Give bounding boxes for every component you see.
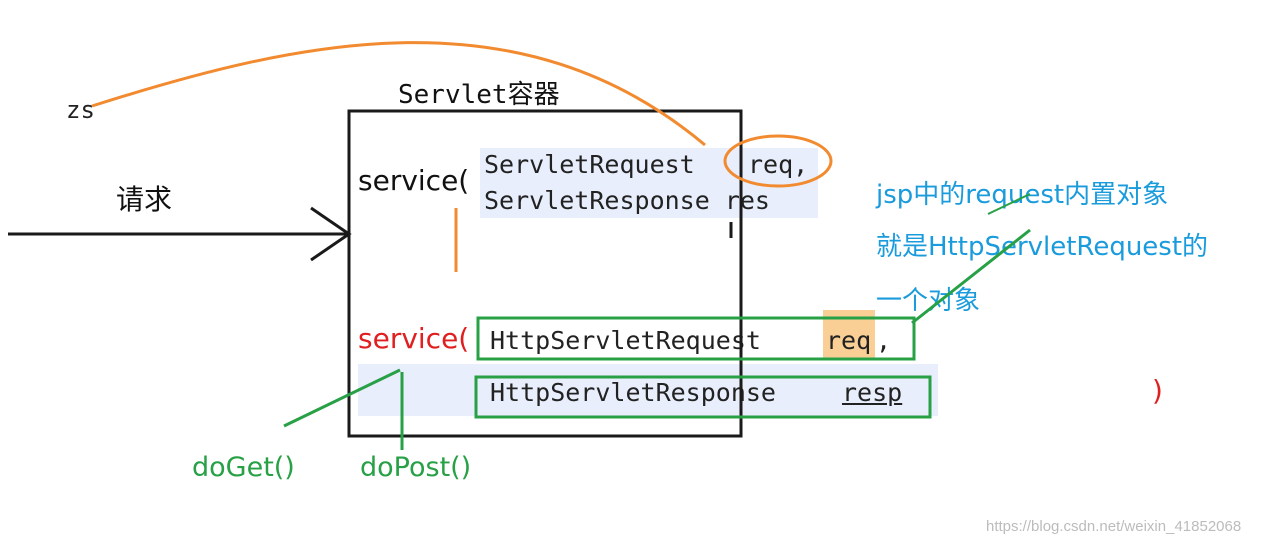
servlet-container-box	[347, 109, 743, 438]
servlet-response-param: ServletResponse res	[484, 186, 770, 215]
http-request-box	[476, 316, 916, 361]
servlet-request-param: ServletRequest	[484, 150, 695, 179]
request-arrowhead	[310, 206, 352, 262]
zs-label: zs	[66, 96, 95, 124]
comma: ,	[876, 326, 892, 355]
req-ellipse	[723, 134, 833, 188]
http-request-param: HttpServletRequest	[490, 326, 761, 355]
req-param-2: req	[826, 326, 872, 355]
service-call-1: service(	[358, 164, 470, 197]
note-line-1: jsp中的request内置对象	[876, 180, 1169, 210]
note-pointer-line	[911, 228, 1031, 325]
service-params-highlight	[358, 364, 938, 416]
req-param-1: req,	[748, 150, 809, 179]
note-line-2: 就是HttpServletRequest的	[876, 232, 1209, 262]
watermark: https://blog.csdn.net/weixin_41852068	[986, 518, 1242, 535]
http-response-param: HttpServletResponse	[490, 378, 776, 407]
do-post-label: doPost()	[360, 452, 472, 483]
http-response-box	[474, 375, 932, 419]
request-label: 请求	[116, 183, 173, 216]
note-pointer-tick	[987, 193, 1031, 215]
zs-to-req-curve	[91, 41, 706, 147]
close-paren: )	[1152, 374, 1163, 407]
container-title: Servlet容器	[398, 80, 560, 110]
servlet-request-highlight	[480, 148, 818, 218]
do-get-line	[283, 368, 401, 428]
resp-param: resp	[842, 378, 903, 407]
service-call-2: service(	[358, 322, 470, 355]
do-get-label: doGet()	[192, 452, 295, 483]
